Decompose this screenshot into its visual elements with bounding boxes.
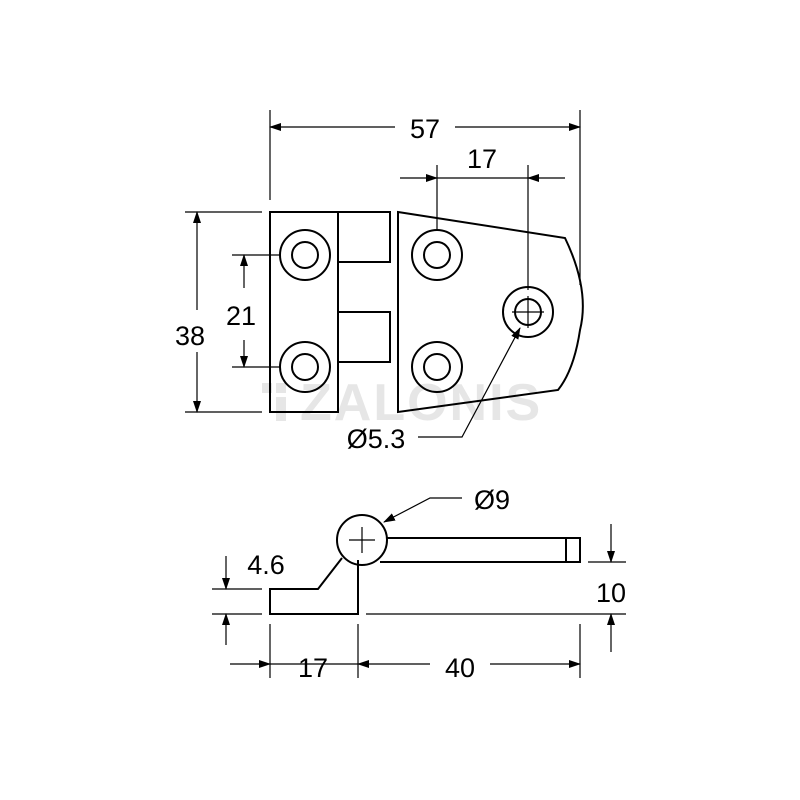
dimension-4-6: 4.6	[212, 550, 285, 645]
hole-right-single	[502, 286, 554, 338]
dimension-17-top: 17	[400, 144, 565, 290]
left-leaf-outline	[269, 211, 339, 413]
watermark-text: ZALONIS	[300, 374, 542, 432]
watermark-logo: ZALONIS	[262, 374, 542, 432]
dimension-21: 21	[226, 254, 280, 368]
left-leaf-profile	[269, 557, 359, 615]
dimension-17-bottom: 17	[230, 624, 359, 683]
dim-10-label: 10	[596, 578, 626, 608]
dim-dia-9-label: Ø9	[474, 485, 510, 515]
dimension-10: 10	[366, 524, 626, 652]
dim-21-label: 21	[226, 301, 256, 331]
dim-4-6-label: 4.6	[247, 550, 285, 580]
hole-right-top	[411, 229, 463, 281]
dim-dia-5-3-label: Ø5.3	[347, 424, 406, 454]
dim-17-top-label: 17	[467, 144, 497, 174]
right-leaf-outline	[397, 210, 584, 414]
dimension-57: 57	[269, 110, 581, 285]
right-leaf-profile	[380, 537, 581, 563]
dim-57-label: 57	[410, 114, 440, 144]
dimension-40: 40	[357, 624, 581, 683]
hole-right-bottom	[411, 341, 463, 393]
knuckle-circle	[336, 514, 388, 566]
knuckle-upper	[338, 211, 391, 263]
hinge-top-view	[269, 210, 584, 414]
hinge-side-view	[269, 514, 581, 615]
knuckle-lower	[338, 311, 391, 363]
dim-38-label: 38	[175, 321, 205, 351]
dimension-38: 38	[175, 211, 262, 413]
dimension-dia-5-3: Ø5.3	[347, 327, 521, 454]
dim-40-label: 40	[445, 653, 475, 683]
dim-17-bottom-label: 17	[298, 653, 328, 683]
hole-left-top	[279, 229, 331, 281]
dimension-dia-9: Ø9	[383, 485, 510, 523]
